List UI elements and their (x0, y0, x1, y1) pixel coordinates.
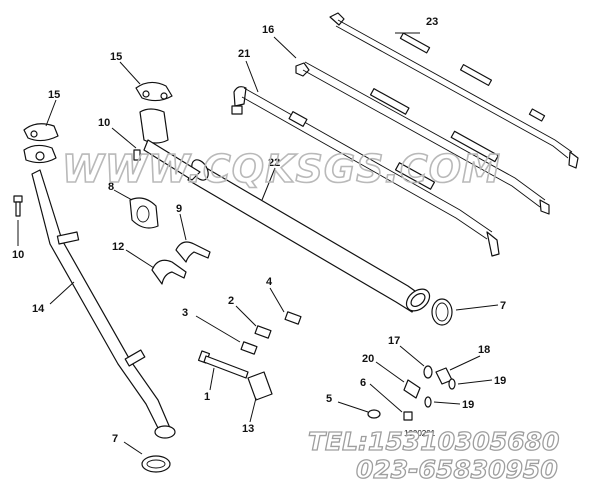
leader-lines (17, 32, 499, 455)
callout-19-upper: 19 (494, 375, 506, 387)
tube-14 (23, 123, 176, 439)
watermark-site: WWW.CQKSGS.COM (62, 147, 501, 191)
callout-13: 13 (242, 423, 254, 435)
callout-1: 1 (204, 391, 210, 403)
callout-14: 14 (32, 303, 45, 315)
callout-20: 20 (362, 353, 374, 365)
bolt-10-upper (133, 149, 141, 161)
clamp-9 (175, 241, 211, 263)
plug-4 (284, 311, 302, 325)
bolt-1 (197, 350, 249, 379)
callout-15-upper: 15 (110, 51, 122, 63)
tube-22 (187, 159, 431, 313)
callout-3: 3 (182, 307, 188, 319)
callout-10-upper: 10 (98, 117, 110, 129)
plug-2 (254, 325, 272, 339)
callout-19-lower: 19 (462, 399, 474, 411)
callout-12: 12 (112, 241, 124, 253)
oring-7-upper (431, 298, 453, 326)
elbow-15-upper (135, 81, 201, 181)
callout-2: 2 (228, 295, 234, 307)
spacer-13 (247, 371, 273, 401)
seal-6 (403, 411, 413, 421)
callout-labels: 23 16 21 15 15 10 22 8 9 12 10 14 4 2 3 … (12, 16, 506, 445)
clamp-12 (151, 259, 187, 285)
callout-16: 16 (262, 24, 274, 36)
callout-6: 6 (360, 377, 366, 389)
watermark-phone: TEL:15310305680 (308, 427, 559, 456)
plug-3 (240, 341, 258, 355)
gasket-8 (129, 197, 159, 229)
tube-23 (329, 12, 579, 169)
seal-19-lower (424, 396, 432, 408)
callout-10-lower: 10 (12, 249, 24, 261)
seal-17 (423, 365, 433, 379)
callout-21: 21 (238, 48, 250, 60)
callout-9: 9 (176, 203, 182, 215)
callout-4: 4 (266, 276, 273, 288)
tube-16 (295, 61, 550, 215)
bolt-10-lower (13, 195, 23, 217)
callout-17: 17 (388, 335, 400, 347)
callout-7-lower: 7 (112, 433, 118, 445)
tube-21 (231, 86, 500, 257)
callout-18: 18 (478, 344, 490, 356)
callout-22: 22 (268, 157, 280, 169)
washer-5 (367, 409, 381, 419)
seal-19-upper (448, 378, 456, 390)
oring-7-lower (141, 455, 171, 473)
callout-15-lower: 15 (48, 89, 60, 101)
callout-5: 5 (326, 393, 332, 405)
callout-8: 8 (108, 181, 114, 193)
fitting-20 (403, 379, 421, 399)
reference-code: 1000201 (404, 429, 436, 438)
callout-23: 23 (426, 16, 438, 28)
watermark-phone-2: 023-65830950 (356, 455, 558, 484)
callout-7-upper: 7 (500, 300, 506, 312)
